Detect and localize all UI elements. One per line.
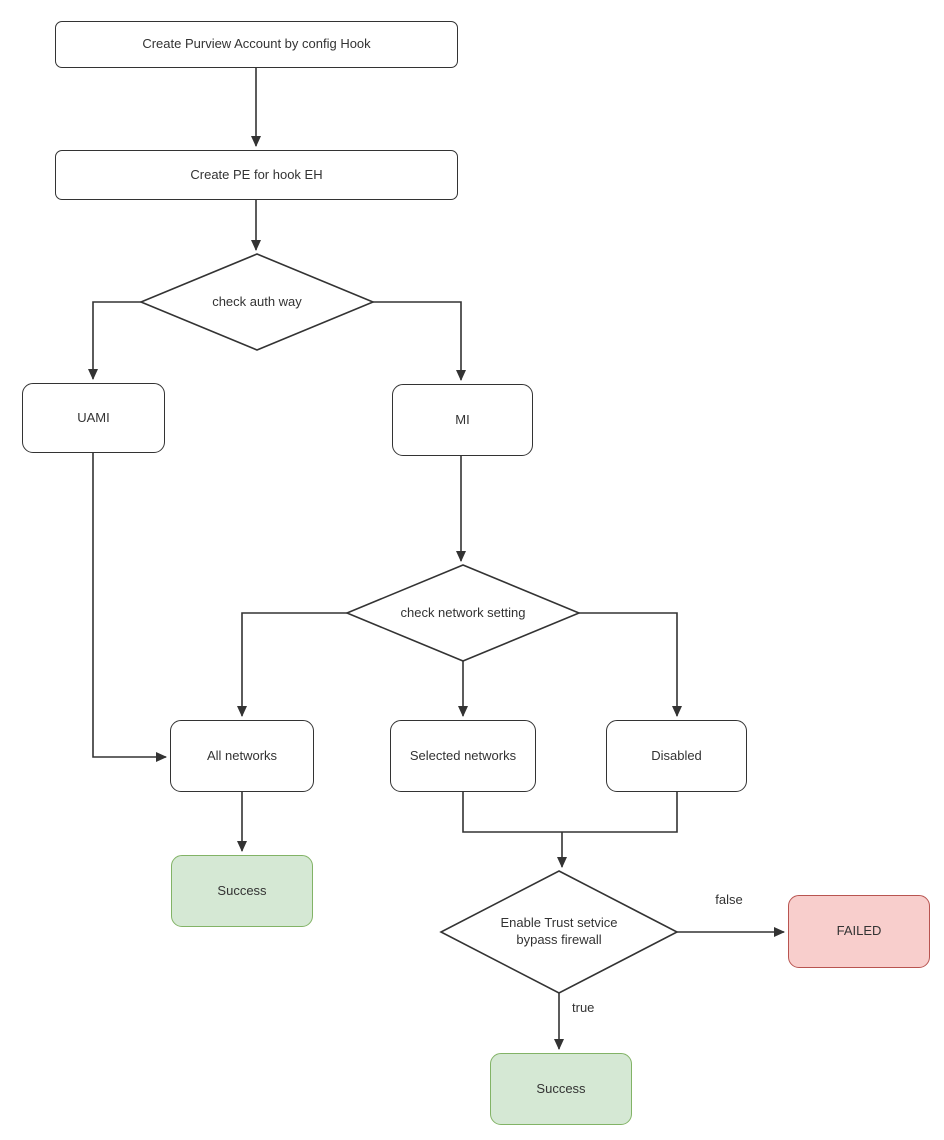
node-failed-label: FAILED (836, 923, 882, 939)
node-uami-label: UAMI (77, 409, 110, 425)
node-success-all-networks-label: Success (217, 882, 267, 898)
node-create-purview-account: Create Purview Account by config Hook (55, 21, 458, 68)
edge-merge-selected-disabled (462, 792, 678, 833)
edge-check-auth-to-uami (88, 301, 141, 380)
edge-check-auth-to-mi (373, 301, 466, 381)
node-success-trust: Success (490, 1053, 632, 1125)
edge-check-network-to-all-networks (237, 612, 347, 717)
node-uami: UAMI (22, 383, 165, 453)
decision-check-auth-way (138, 253, 376, 351)
node-mi: MI (392, 384, 533, 456)
node-disabled: Disabled (606, 720, 747, 792)
edge-uami-to-all-networks (92, 453, 167, 762)
node-success-all-networks: Success (171, 855, 313, 927)
node-all-networks: All networks (170, 720, 314, 792)
decision-enable-trust-service (439, 870, 679, 994)
edge-label-true: true (572, 1000, 595, 1015)
node-disabled-label: Disabled (651, 747, 702, 763)
node-create-pe-label: Create PE for hook EH (190, 166, 323, 182)
node-all-networks-label: All networks (206, 747, 278, 763)
node-selected-networks: Selected networks (390, 720, 536, 792)
edge-check-network-to-disabled (579, 612, 682, 717)
node-create-pe: Create PE for hook EH (55, 150, 458, 200)
decision-check-network-setting (344, 564, 582, 662)
node-mi-label: MI (455, 411, 470, 427)
edge-label-false: false (715, 892, 743, 907)
node-failed: FAILED (788, 895, 930, 968)
node-success-trust-label: Success (536, 1080, 586, 1096)
node-selected-networks-label: Selected networks (409, 747, 517, 763)
node-create-purview-account-label: Create Purview Account by config Hook (142, 36, 371, 52)
